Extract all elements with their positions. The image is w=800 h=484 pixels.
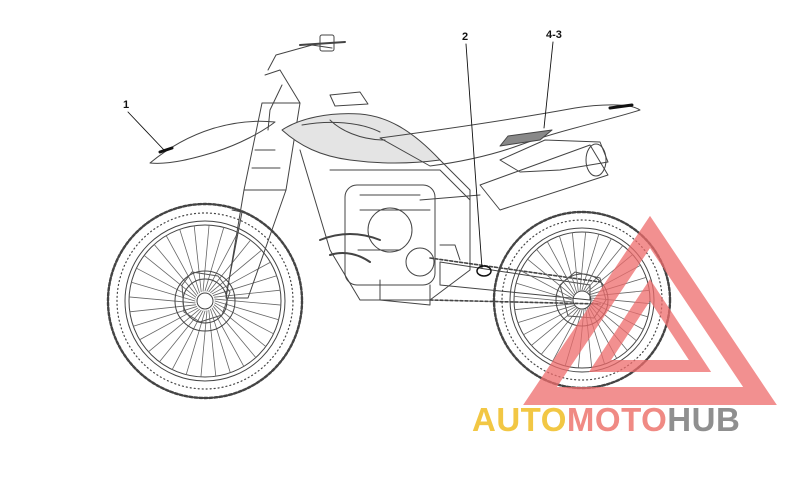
- watermark-brand: AUTOMOTOHUB: [472, 403, 740, 436]
- spoke: [517, 305, 575, 324]
- spoke: [204, 226, 225, 292]
- spoke: [514, 303, 574, 311]
- spoke: [128, 296, 196, 304]
- spoke: [143, 255, 197, 298]
- warning-triangle-logo: [523, 215, 777, 405]
- spoke: [206, 232, 239, 292]
- spoke: [210, 249, 262, 294]
- spoke: [213, 289, 281, 298]
- callout-2: 2: [462, 31, 469, 43]
- spoke: [179, 228, 200, 294]
- front-brake-disc: [174, 270, 236, 332]
- front-spokes: [128, 224, 282, 378]
- spoke: [571, 232, 579, 292]
- spoke: [208, 239, 251, 293]
- spoke: [583, 238, 612, 291]
- watermark-moto: MOTO: [566, 401, 668, 438]
- front-wheel: [106, 202, 304, 400]
- spoke: [579, 231, 587, 291]
- spoke: [193, 225, 202, 293]
- watermark-hub: HUB: [667, 401, 741, 438]
- spoke: [581, 233, 600, 291]
- swingarm-chain: [429, 257, 601, 305]
- spoke: [130, 281, 196, 302]
- spoke: [202, 224, 210, 292]
- spoke: [153, 244, 198, 296]
- spoke: [527, 258, 574, 297]
- frame-engine: [299, 149, 471, 306]
- spoke: [558, 235, 577, 293]
- watermark-auto: AUTO: [472, 401, 567, 438]
- spoke: [523, 306, 576, 336]
- spoke: [165, 235, 199, 295]
- leader-lines: [127, 41, 554, 269]
- spoke: [546, 241, 576, 294]
- spoke: [536, 249, 575, 295]
- spoke: [136, 267, 196, 300]
- spoke: [585, 245, 624, 292]
- spoke: [211, 261, 271, 295]
- spoke: [200, 310, 208, 378]
- spoke: [531, 307, 577, 346]
- spoke: [211, 307, 245, 367]
- spoke: [552, 309, 581, 362]
- spoke: [129, 304, 197, 313]
- fuel-tank-shroud: [281, 91, 441, 164]
- front-fender: [149, 120, 276, 164]
- spoke: [139, 307, 199, 341]
- spoke: [208, 309, 217, 377]
- callout-1: 1: [123, 99, 130, 111]
- callout-4-3: 4-3: [546, 29, 562, 41]
- spoke: [214, 298, 282, 306]
- front-fork: [225, 34, 346, 299]
- spoke: [132, 306, 198, 327]
- spoke: [210, 308, 231, 374]
- spoke: [513, 295, 573, 303]
- seat-rear-fender: [379, 103, 641, 173]
- spoke: [520, 270, 573, 299]
- exhaust: [419, 143, 609, 211]
- spoke: [212, 275, 278, 296]
